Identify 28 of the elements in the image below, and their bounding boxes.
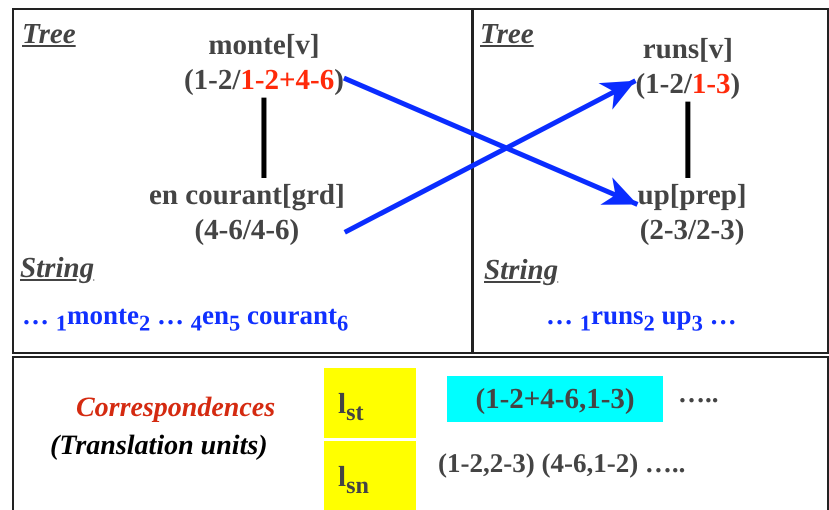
span-label: (1-2/1-3) xyxy=(636,66,740,102)
section-heading: Tree xyxy=(480,18,534,51)
indexed-string: … $_{1}$monte$_{2}$ … $_{4}$en$_{5}$ courant$_{6}$ xyxy=(22,300,348,336)
section-heading: String xyxy=(484,254,558,287)
arrow xyxy=(344,78,637,234)
unit-list: ….. xyxy=(678,378,718,409)
word-label: runs[v] xyxy=(642,32,734,67)
section-heading: String xyxy=(20,252,94,285)
arrow xyxy=(342,76,638,207)
index-label: l$_{sn}$ xyxy=(324,441,416,510)
panel xyxy=(12,356,829,510)
tree-branch xyxy=(261,98,266,178)
word-label: monte[v] xyxy=(207,28,321,63)
section-title: Correspondences xyxy=(76,392,276,424)
panel xyxy=(12,8,473,354)
unit-list: (1-2,2-3) (4-6,1-2) ….. xyxy=(438,448,686,479)
section-subtitle: (Translation units) xyxy=(50,430,268,462)
section-heading: Tree xyxy=(22,18,76,51)
highlighted-unit: (1-2+4-6,1-3) xyxy=(447,376,663,422)
span-label: (2-3/2-3) xyxy=(638,212,746,248)
index-label: l$_{st}$ xyxy=(324,368,416,438)
panel xyxy=(472,8,829,354)
indexed-string: … $_{1}$runs$_{2}$ up$_{3}$ … xyxy=(546,300,737,336)
span-label: (1-2/1-2+4-6) xyxy=(184,62,344,98)
word-label: en courant[grd] xyxy=(149,178,345,213)
span-label: (4-6/4-6) xyxy=(194,212,300,248)
tree-branch xyxy=(685,102,690,178)
word-label: up[prep] xyxy=(638,178,747,213)
